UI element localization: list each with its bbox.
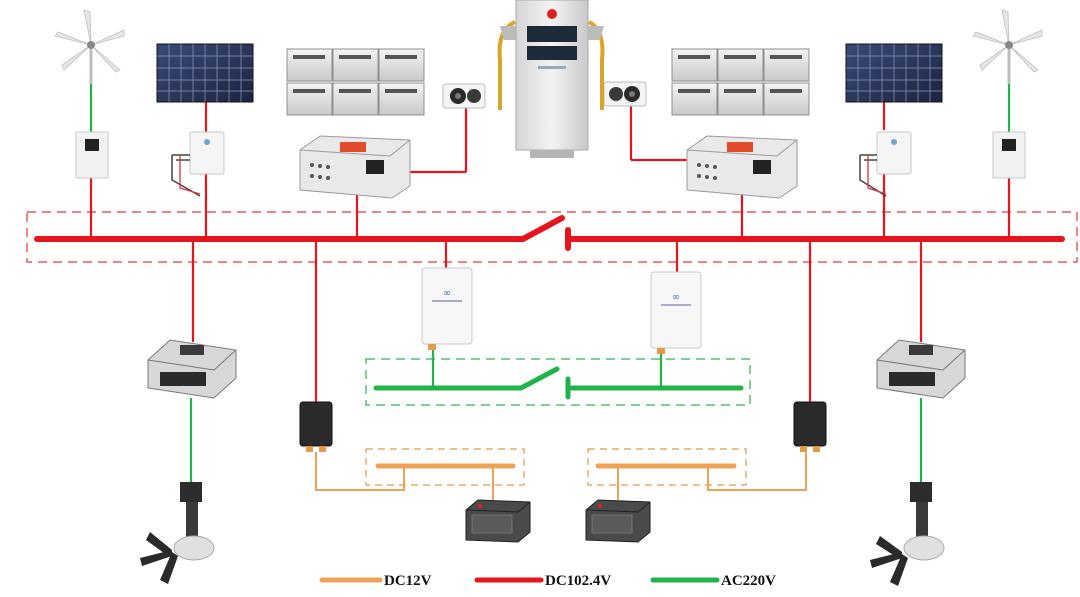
motor-controller-left-icon	[147, 339, 237, 399]
wind-controller-right-icon	[992, 131, 1026, 179]
solar-panel-right-icon	[845, 43, 943, 103]
battery-12v-left-icon	[465, 499, 531, 543]
dc12-bus-box-left	[365, 448, 525, 486]
wind-turbine-right-icon	[972, 9, 1043, 84]
ac-bus-box	[365, 358, 751, 406]
dc1024-main-bus	[34, 215, 1065, 251]
dc1024-wires	[89, 82, 1011, 402]
legend-ac220-label: AC220V	[721, 573, 776, 589]
legend-dc12-label: DC12V	[384, 573, 432, 589]
dc12-wires	[315, 452, 807, 500]
mppt-controller-left-icon	[171, 131, 225, 197]
charging-plug-left-icon	[442, 83, 486, 109]
charging-station-icon	[497, 0, 605, 158]
wind-turbine-left-icon	[54, 9, 125, 84]
inverter-left-icon: ∞	[421, 267, 473, 350]
control-box-left-icon	[299, 135, 411, 199]
dc-bus-box	[26, 211, 1078, 263]
control-box-right-icon	[686, 135, 798, 199]
dcdc-converter-left-icon	[299, 401, 333, 452]
battery-12v-right-icon	[585, 499, 651, 543]
svg-text:∞: ∞	[672, 292, 680, 303]
battery-bank-right-icon	[671, 48, 810, 116]
solar-panel-left-icon	[156, 43, 254, 103]
ac220-wires	[89, 82, 1011, 490]
svg-text:∞: ∞	[443, 288, 451, 299]
battery-bank-left-icon	[286, 48, 425, 116]
ac220-bus	[373, 366, 744, 400]
dcdc-converter-right-icon	[793, 401, 827, 452]
dc12-bus-box-right	[587, 448, 747, 486]
wind-controller-left-icon	[75, 131, 109, 179]
inverter-right-icon: ∞	[650, 271, 702, 354]
mppt-controller-right-icon	[859, 131, 912, 197]
motor-controller-right-icon	[876, 339, 966, 399]
outboard-motor-right-icon	[870, 482, 945, 586]
outboard-motor-left-icon	[140, 482, 215, 584]
legend-dc1024-label: DC102.4V	[545, 573, 611, 589]
charging-plug-right-icon	[603, 81, 647, 107]
legend: DC12V DC102.4V AC220V	[319, 573, 776, 589]
